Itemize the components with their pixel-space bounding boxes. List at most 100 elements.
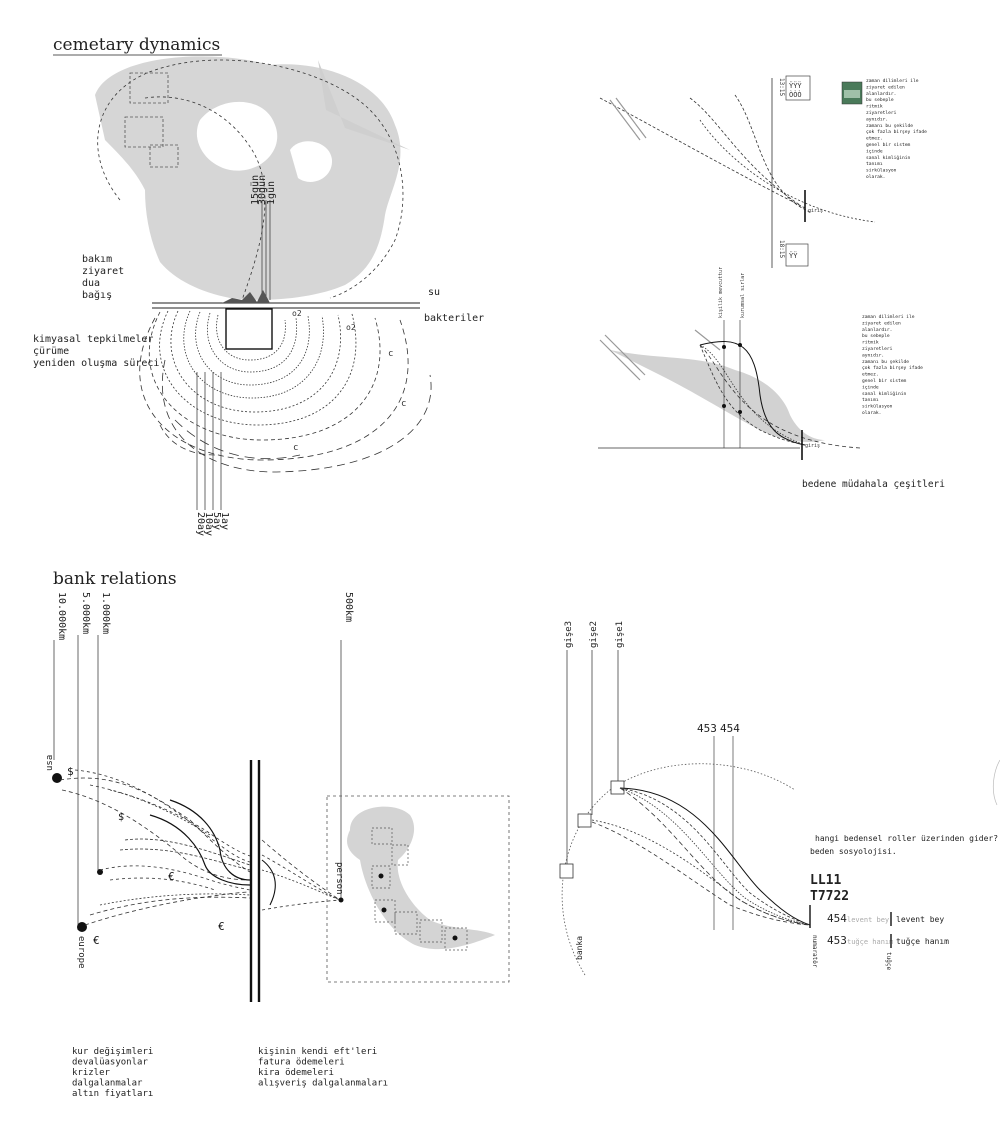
dashed-territory-outline (97, 59, 404, 299)
section-title-cemetary: cemetary dynamics (53, 35, 220, 55)
text-line: altın fiyatları (72, 1089, 153, 1099)
visit-curve (599, 97, 806, 209)
time-label-20ay: 20ay (195, 512, 206, 536)
entry-label: giriş (808, 208, 823, 214)
gray-blob-hole-2 (290, 141, 333, 182)
underground-contour (195, 311, 310, 386)
euro-symbol: € (168, 870, 175, 883)
figure-icon: ÒÒÒ (789, 90, 802, 99)
text-line: ziyaret edilen (862, 320, 901, 326)
label-banka: banka (575, 936, 584, 960)
distance-label-1000: 1.000km (100, 592, 111, 634)
intervention-curve (699, 344, 806, 446)
text-line: sanal kimliğinin (866, 154, 910, 161)
text-line: tanımı (862, 397, 879, 403)
label-europe: europe (76, 936, 86, 969)
node-dot (722, 404, 726, 408)
node-dot (738, 410, 742, 414)
counter-box (559, 863, 574, 879)
underground-contour (139, 317, 409, 461)
underground-contour (183, 310, 324, 399)
label-bakim: bakım (82, 254, 112, 265)
text-line: kur değişimleri (72, 1047, 153, 1057)
currency-flow-lines (59, 769, 341, 926)
cemetary-dynamics-section: cemetary dynamics 30gün 15gün 1gün bakım… (33, 35, 484, 536)
distance-label-10000: 10.000km (56, 592, 67, 640)
text-line: çok fazla birşey ifade (866, 129, 927, 135)
text-line: genel bir sistem (862, 378, 906, 384)
text-line: bu sebeple (866, 97, 894, 103)
caption-intervention: bedene müdahala çeşitleri (802, 479, 945, 490)
counter-box (577, 813, 592, 828)
dashed-box (124, 116, 164, 148)
intervention-curve (699, 344, 861, 449)
text-line: içinde (866, 148, 883, 154)
underground-contour (170, 310, 341, 413)
gray-spike (318, 60, 410, 150)
label-su: su (428, 287, 440, 298)
underground-contour (161, 359, 432, 473)
text-line: zamanı bu şekilde (866, 123, 913, 129)
text-line: ritmik (866, 104, 883, 110)
queue-row-453-gray: tuğçe hanım (847, 938, 893, 946)
dashed-box (444, 927, 468, 951)
text-line: zamanı bu şekilde (862, 359, 909, 365)
dashed-box (394, 911, 418, 935)
subtitle-text: beden sosyolojisi. (810, 847, 897, 856)
glyph-text-row1: LL11 (810, 873, 841, 888)
counter-label-gise2: gişe2 (589, 621, 599, 648)
underground-contour (207, 312, 298, 373)
queue-row-454-number: 454 (827, 912, 847, 925)
text-line: etmez. (866, 136, 883, 142)
time-label-1ay: 1ay (219, 512, 230, 530)
person-gray-shape (347, 806, 495, 950)
label-numarator: numaratör (811, 935, 818, 968)
node-dot (378, 873, 384, 879)
time-label-15gun: 15gün (250, 175, 261, 205)
photo-thumbnail-detail (844, 90, 860, 98)
text-line: devalüasyonlar (72, 1058, 148, 1068)
queue-row-454-gray: levent bey (847, 916, 889, 924)
node-dot (738, 343, 742, 347)
dashed-box (129, 72, 169, 104)
text-line: krizler (72, 1068, 111, 1078)
text-line: içinde (862, 384, 879, 390)
dotted-arc (561, 763, 796, 976)
queue-row-454-name: levent bey (896, 915, 944, 924)
queue-number-454: 454 (720, 722, 740, 735)
distance-label-5000: 5.000km (80, 592, 91, 634)
label-ziyaret: ziyaret (82, 266, 124, 277)
label-chem-reactions: kimyasal tepkilmeler (33, 334, 153, 345)
queue-row-453-name: tuğçe hanım (896, 937, 949, 946)
icon-box (785, 75, 811, 101)
hatched-stroke (609, 97, 647, 141)
text-line: bu sebeple (862, 333, 890, 339)
underground-contour (159, 424, 216, 456)
label-o2: o2 (292, 309, 302, 318)
europe-dot (77, 922, 87, 932)
text-line: sirkülasyon (866, 168, 897, 174)
intervention-curve (699, 341, 806, 446)
bank-relations-section: bank relations 10.000km 5.000km 1.000km … (45, 569, 510, 1099)
person-dot (338, 897, 344, 903)
axis-bottom-label: 18:15 (778, 240, 785, 258)
intervention-panel: kişilik mevcuttur kurumsal sırlar giriş … (598, 267, 945, 490)
queue-row-453-number: 453 (827, 934, 847, 947)
label-usa: usa (45, 755, 55, 771)
dashed-box (419, 919, 443, 943)
label-tugce-vertical: tuğçe (885, 952, 892, 970)
text-line: olarak. (862, 410, 881, 416)
text-line: zaman dilimleri ile (862, 314, 915, 320)
text-line: etmez. (862, 372, 879, 378)
distance-label-500: 500km (343, 592, 354, 622)
label-c: c (293, 443, 298, 453)
text-line: olarak. (866, 174, 885, 180)
section-title-bank: bank relations (53, 569, 177, 589)
visit-curve (734, 94, 811, 213)
person-frame (326, 795, 510, 983)
dollar-symbol: $ (67, 765, 74, 778)
vertical-label: kurumsal sırlar (740, 273, 746, 318)
